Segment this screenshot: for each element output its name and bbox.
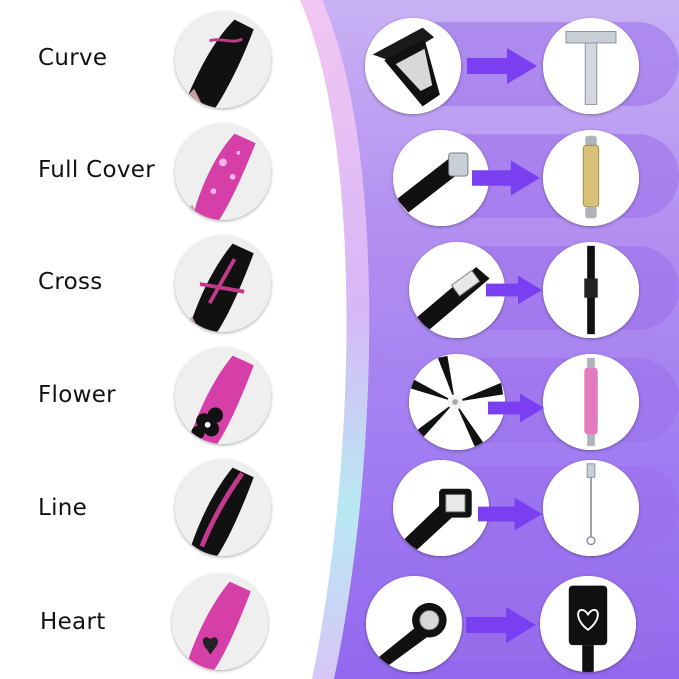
arrow-right-icon [467, 48, 537, 84]
label-full-cover: Full Cover [38, 157, 155, 183]
label-line: Line [38, 495, 88, 521]
cross-wand-icon [543, 242, 639, 338]
line-nail-icon [175, 460, 271, 556]
arrow-right-icon [466, 607, 536, 643]
label-flower: Flower [38, 382, 116, 408]
flower-nail-icon [175, 348, 271, 444]
full-cover-nail-icon [175, 124, 271, 220]
t-bar-tool-icon [543, 18, 639, 114]
arrow-right-icon [472, 160, 540, 196]
round-tip-magnet-icon [366, 576, 462, 672]
cylinder-wand-icon [543, 130, 639, 226]
label-heart: Heart [40, 609, 106, 635]
line-stick-icon [543, 460, 639, 556]
heart-magnet-icon [540, 576, 636, 672]
arrow-right-icon [478, 497, 542, 531]
arrow-right-icon [486, 275, 542, 305]
cross-nail-icon [175, 236, 271, 332]
heart-nail-icon [172, 574, 268, 670]
label-cross: Cross [38, 269, 103, 295]
pink-wand-icon [543, 354, 639, 450]
square-magnet-icon [393, 460, 489, 556]
label-curve: Curve [38, 45, 108, 71]
t-shaped-magnet-icon [365, 18, 461, 114]
arrow-right-icon [488, 393, 544, 423]
curve-nail-icon [175, 12, 271, 108]
